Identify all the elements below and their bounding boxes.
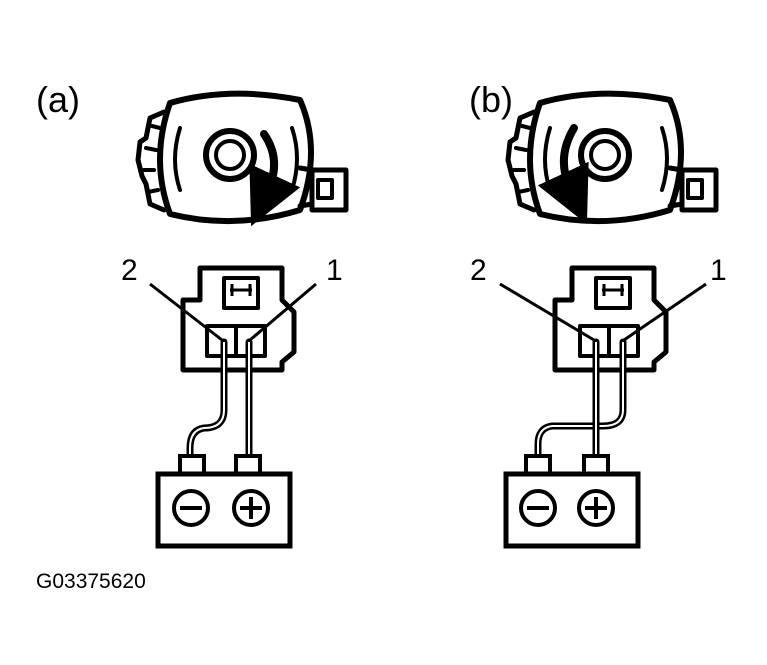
minus-icon [519, 489, 557, 527]
battery-a [155, 454, 293, 549]
plus-icon [577, 489, 615, 527]
connector-b [499, 265, 707, 458]
battery-b [503, 454, 641, 549]
plus-icon [232, 489, 270, 527]
connector-a [149, 265, 317, 458]
pin-label-2-b: 2 [470, 254, 487, 287]
panel-label-b: (b) [469, 79, 513, 120]
pin-label-1-b: 1 [710, 254, 727, 287]
panel-b: (b) 2 1 [469, 79, 727, 549]
panel-label-a: (a) [36, 79, 80, 120]
panel-a: (a) 2 1 [36, 79, 349, 549]
pin-2-leader-b [499, 282, 595, 342]
sensor-a [135, 90, 349, 227]
minus-icon [172, 489, 210, 527]
figure-code: G03375620 [36, 570, 146, 593]
pin-label-2-a: 2 [121, 254, 138, 287]
pin-1-leader-b [623, 282, 707, 342]
pin-label-1-a: 1 [326, 254, 343, 287]
pin-1-leader-a [249, 282, 317, 342]
pin-2-leader-a [149, 282, 223, 342]
rotation-arrow-counterclockwise-icon [537, 124, 589, 225]
rotation-arrow-clockwise-icon [249, 130, 301, 227]
sensor-b [505, 90, 719, 225]
